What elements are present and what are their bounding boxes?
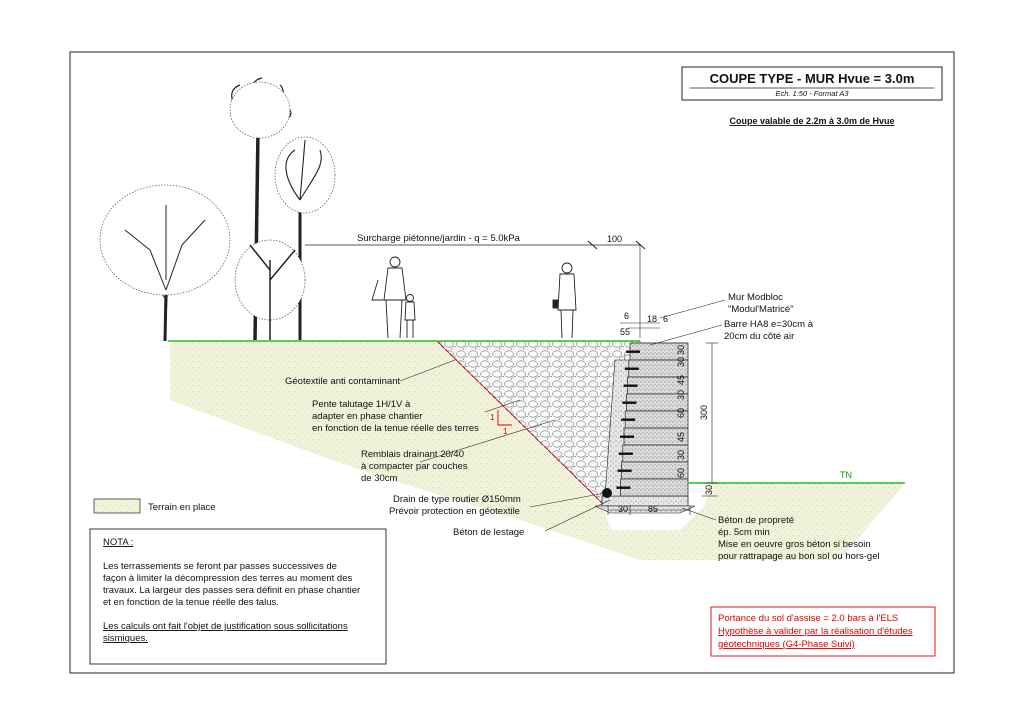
wall-name-2: "Modul'Matricé"	[728, 304, 794, 315]
foundation-slab	[594, 495, 696, 514]
slope-note-2: adapter en phase chantier	[312, 411, 422, 422]
dim-height-total: 300	[699, 405, 709, 420]
blinding-note-1: Béton de propreté	[718, 515, 794, 526]
soil-bearing-note: Portance du sol d'assise = 2.0 bars à l'…	[710, 606, 936, 657]
rebar	[617, 469, 632, 472]
nota-p2-l2: sismiques.	[103, 633, 148, 644]
course-dimension-label: 45	[676, 432, 686, 442]
rebar	[626, 350, 640, 353]
dim-embed: 30	[704, 485, 714, 495]
geotextile-label: Géotextile anti contaminant	[285, 376, 400, 387]
drain-note-1: Drain de type routier Ø150mm	[393, 494, 521, 505]
blinding-note-4: pour rattrapage au bon sol ou hors-gel	[718, 551, 880, 562]
rebar-note-1: Barre HA8 e=30cm à	[724, 319, 814, 330]
backfill-note-1: Remblais drainant 20/40	[361, 449, 464, 460]
course-dimension-label: 60	[676, 408, 686, 418]
blinding-note-3: Mise en oeuvre gros béton si besoin	[718, 539, 871, 550]
rebar	[618, 452, 633, 455]
validity-note: Coupe valable de 2.2m à 3.0m de Hvue	[729, 116, 894, 126]
blinding-note-2: ép. 5cm min	[718, 527, 770, 538]
wall-callouts	[649, 299, 726, 346]
slope-note-1: Pente talutage 1H/1V à	[312, 399, 411, 410]
course-dimension-label: 30	[676, 450, 686, 460]
rebar	[623, 384, 638, 387]
soil-note-3: géotechniques (G4-Phase Suivi)	[718, 639, 855, 650]
title-block: COUPE TYPE - MUR Hvue = 3.0m Ech. 1:50 -…	[681, 66, 943, 126]
tn-label: TN	[840, 470, 852, 480]
trees-illustration	[99, 77, 336, 342]
rebar	[621, 418, 636, 421]
dim-top-55: 55	[620, 327, 630, 337]
load-offset: 100	[607, 234, 622, 244]
course-dimension-label: 30	[676, 390, 686, 400]
svg-text:1: 1	[490, 413, 495, 422]
slope-ratio-symbol: 1 1	[490, 410, 512, 436]
legend-swatch	[93, 498, 141, 514]
backfill-note-3: de 30cm	[361, 473, 398, 484]
load-dimension: Surcharge piétonne/jardin - q = 5.0kPa 1…	[305, 233, 646, 338]
rebar	[620, 435, 634, 438]
drawing-scale: Ech. 1:50 - Format A3	[775, 89, 849, 98]
rebar	[622, 401, 637, 404]
nota-p1-l3: travaux. La largeur des passes sera défi…	[103, 585, 360, 596]
wall-name-1: Mur Modbloc	[728, 292, 783, 303]
leader-lines	[399, 359, 717, 532]
pedestrians-illustration	[371, 256, 577, 339]
drawing-title: COUPE TYPE - MUR Hvue = 3.0m	[710, 71, 915, 86]
slope-note-3: en fonction de la tenue réelle des terre…	[312, 423, 479, 434]
course-dimension-label: 30	[676, 357, 686, 367]
dim-base-85: 85	[648, 504, 658, 514]
dim-top-18: 18	[647, 314, 657, 324]
course-dimension-label: 30	[676, 345, 686, 355]
course-dimension-label: 60	[676, 468, 686, 478]
backfill-note-2: à compacter par couches	[361, 461, 468, 472]
dim-base-30: 30	[618, 504, 628, 514]
sheet-frame	[69, 51, 955, 674]
nota-p2-l1: Les calculs ont fait l'objet de justific…	[103, 621, 348, 632]
nota-p1-l2: façon à limiter la décompression des ter…	[103, 573, 352, 584]
wall-dimensions	[607, 322, 718, 515]
dim-top-6a: 6	[624, 311, 629, 321]
nota-title: NOTA :	[103, 537, 133, 548]
rebar-note-2: 20cm du côté air	[724, 331, 794, 342]
nota-box: NOTA : Les terrassements se feront par p…	[89, 528, 387, 665]
course-dimension-label: 45	[676, 375, 686, 385]
wall-block	[620, 478, 689, 497]
dim-top-6b: 6	[663, 314, 668, 324]
legend-label: Terrain en place	[148, 502, 216, 513]
svg-text:1: 1	[503, 427, 508, 436]
natural-soil	[170, 341, 905, 560]
nota-p1-l1: Les terrassements se feront par passes s…	[103, 561, 337, 572]
course-dimensions: 30 30 45 30 60 45 30 60	[676, 345, 686, 478]
soil-note-1: Portance du sol d'assise = 2.0 bars à l'…	[718, 613, 898, 624]
soil-note-2: Hypothèse à valider par la réalisation d…	[718, 626, 913, 637]
nota-p1-l4: et en fonction de la tenue réelle des ta…	[103, 597, 279, 608]
rebar	[616, 486, 631, 489]
legend: Terrain en place	[93, 498, 216, 514]
ballast-note: Béton de lestage	[453, 527, 524, 538]
load-label: Surcharge piétonne/jardin - q = 5.0kPa	[357, 233, 521, 244]
drain-pipe	[602, 488, 612, 498]
modbloc-wall	[616, 342, 689, 497]
drain-note-2: Prévoir protection en géotextile	[389, 506, 520, 517]
rebar	[624, 367, 639, 370]
